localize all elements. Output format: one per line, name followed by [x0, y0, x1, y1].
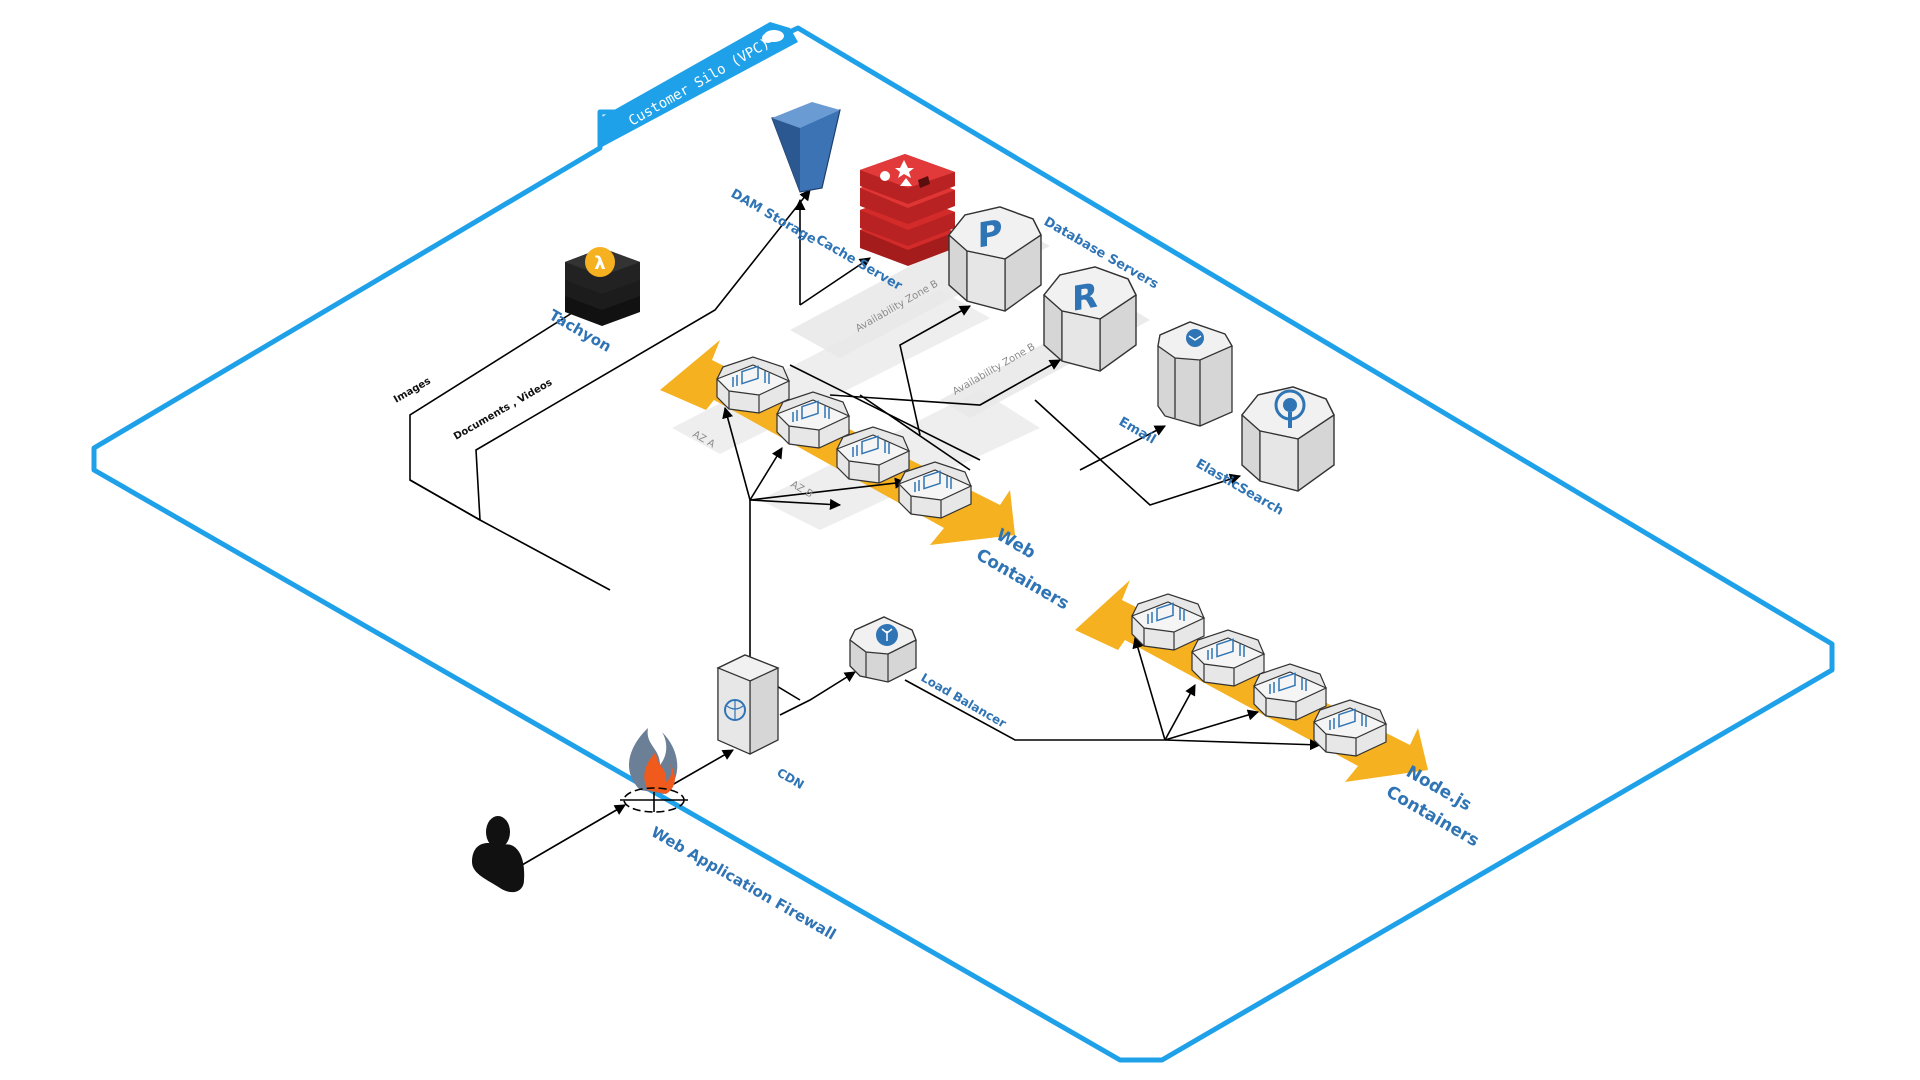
- vpc-boundary: [91, 25, 1835, 1063]
- nodejs-container-1[interactable]: [1131, 593, 1205, 651]
- load-balancer-label: Load Balancer: [919, 670, 1009, 730]
- web-container-4[interactable]: [898, 461, 972, 519]
- web-container-2[interactable]: [776, 391, 850, 449]
- postgres-db-icon[interactable]: P: [948, 206, 1042, 312]
- images-label: Images: [392, 376, 433, 406]
- documents-videos-label: Documents , Videos: [452, 377, 554, 442]
- web-container-1[interactable]: [716, 356, 790, 414]
- email-service-icon[interactable]: [1157, 321, 1233, 427]
- cdn-icon[interactable]: [716, 654, 780, 755]
- svg-text:R: R: [1072, 276, 1098, 320]
- waf-fire-icon[interactable]: [620, 728, 688, 813]
- nodejs-containers-arrow[interactable]: [1075, 580, 1428, 782]
- nodejs-container-4[interactable]: [1313, 699, 1387, 757]
- elasticsearch-icon[interactable]: [1241, 386, 1335, 492]
- vpc-tab[interactable]: [600, 22, 798, 148]
- load-balancer-icon[interactable]: [849, 616, 917, 683]
- nodejs-container-3[interactable]: [1253, 663, 1327, 721]
- connectors: [409, 189, 1322, 873]
- tachyon-lambda-icon[interactable]: λ: [565, 247, 640, 326]
- web-container-3[interactable]: [836, 426, 910, 484]
- svg-text:P: P: [978, 212, 1003, 256]
- user-avatar-icon: [472, 816, 525, 893]
- cloud-icon: [762, 30, 784, 43]
- cdn-label: CDN: [775, 765, 807, 792]
- nodejs-container-2[interactable]: [1191, 629, 1265, 687]
- dam-storage-icon[interactable]: [771, 102, 841, 193]
- rds-db-icon[interactable]: R: [1043, 266, 1137, 372]
- cache-server-icon[interactable]: [860, 154, 955, 266]
- vpc-title: Customer Silo (VPC): [626, 36, 773, 130]
- svg-text:λ: λ: [594, 253, 605, 274]
- email-label: Email: [1116, 414, 1158, 447]
